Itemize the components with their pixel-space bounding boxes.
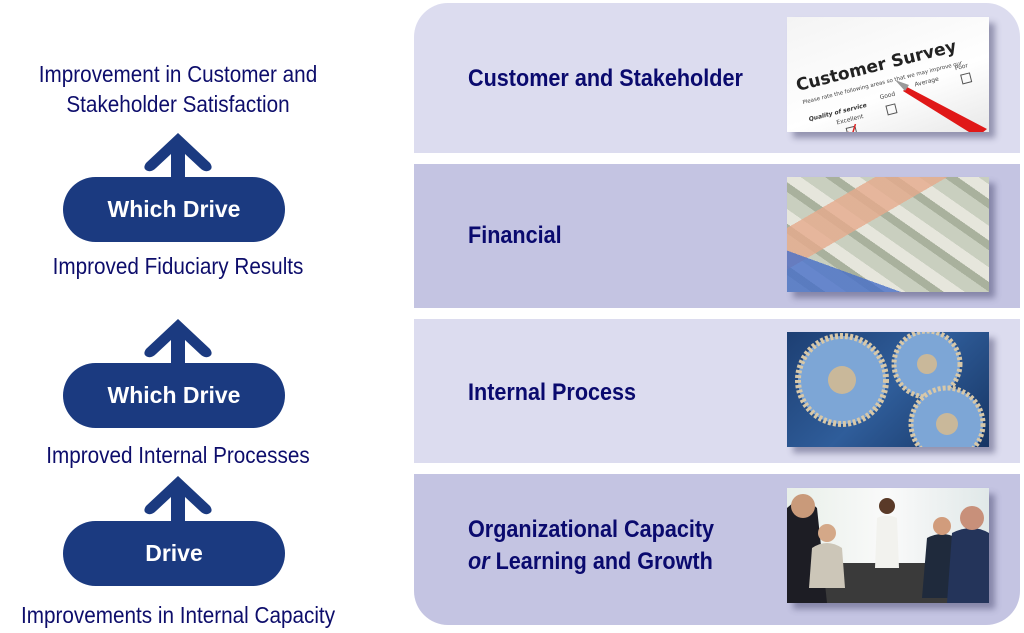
label-line: Organizational Capacity [468,516,715,543]
perspective-label: Organizational Capacity or Learning and … [468,514,714,578]
perspective-customer: Customer and Stakeholder Customer Survey… [414,3,1020,153]
up-arrow-icon [144,476,212,524]
perspective-label: Customer and Stakeholder [468,65,743,92]
outcome-customer-satisfaction: Improvement in Customer and Stakeholder … [18,59,338,119]
perspective-learning-growth: Organizational Capacity or Learning and … [414,474,1020,625]
which-drive-pill: Which Drive [63,363,285,428]
outcome-fiduciary-results: Improved Fiduciary Results [52,253,304,279]
outcome-line: Improvement in Customer and [38,61,318,87]
survey-opt: Poor [954,62,969,72]
label-line: or Learning and Growth [468,546,714,578]
customer-survey-image: Customer Survey Please rate the followin… [787,17,989,132]
which-drive-pill: Which Drive [63,177,285,242]
outcome-internal-processes: Improved Internal Processes [46,442,310,468]
gears-image [787,332,989,447]
label-text: Learning and Growth [495,548,713,575]
business-meeting-image [787,488,989,603]
survey-opt: Good [879,91,896,102]
up-arrow-icon [144,133,212,181]
perspective-internal-process: Internal Process [414,319,1020,463]
outcome-internal-capacity: Improvements in Internal Capacity [20,602,336,628]
drive-pill: Drive [63,521,285,586]
currency-notes-image [787,177,989,292]
outcome-line: Stakeholder Satisfaction [66,91,290,117]
up-arrow-icon [144,319,212,367]
perspective-financial: Financial [414,164,1020,308]
perspective-label: Internal Process [468,379,637,406]
perspective-label: Financial [468,222,562,249]
label-italic: or [468,548,490,575]
perspectives-panel: Customer and Stakeholder Customer Survey… [414,3,1020,625]
